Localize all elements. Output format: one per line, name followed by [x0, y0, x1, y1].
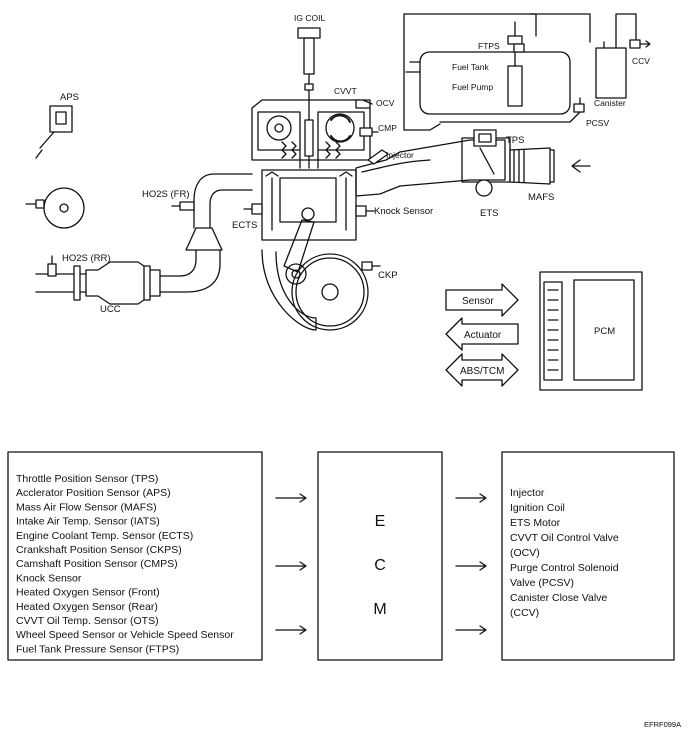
aps-pedal	[35, 105, 73, 159]
label-ects: ECTS	[232, 220, 257, 231]
label-mafs: MAFS	[528, 192, 554, 203]
ig-coil	[297, 27, 321, 121]
label-cmp: CMP	[378, 123, 397, 133]
ecm-letter: E	[375, 513, 386, 530]
label-canister: Canister	[594, 98, 626, 108]
label-fuel-pump: Fuel Pump	[452, 82, 493, 92]
exhaust-system	[35, 173, 253, 305]
output-item: Canister Close Valve	[510, 592, 607, 604]
output-item: ETS Motor	[510, 517, 561, 529]
input-item: Engine Coolant Temp. Sensor (ECTS)	[16, 530, 193, 542]
label-aps: APS	[60, 92, 79, 103]
output-item: Purge Control Solenoid	[510, 562, 619, 574]
inputs-list: Throttle Position Sensor (TPS) Acclerator…	[16, 473, 234, 655]
label-ets: ETS	[480, 208, 498, 219]
fuel-system	[403, 13, 651, 131]
ecm-letters: E C M	[373, 513, 386, 618]
label-cvvt: CVVT	[334, 86, 357, 96]
pcm-module	[539, 271, 643, 391]
input-item: Heated Oxygen Sensor (Front)	[16, 587, 160, 599]
label-pcm: PCM	[594, 326, 615, 337]
cylinder-head	[251, 99, 371, 169]
label-tps: TPS	[506, 135, 524, 146]
input-item: Mass Air Flow Sensor (MAFS)	[16, 501, 157, 513]
timing-wheel	[25, 187, 85, 229]
component-labels: IG COIL CVVT OCV CMP FTPS Fuel Tank Fuel…	[60, 13, 650, 377]
block-diagram	[7, 451, 675, 661]
input-item: CVVT Oil Temp. Sensor (OTS)	[16, 615, 159, 627]
label-ig-coil: IG COIL	[294, 13, 325, 23]
output-item: CVVT Oil Control Valve	[510, 532, 619, 544]
label-ccv: CCV	[632, 56, 650, 66]
ecm-box	[317, 451, 443, 661]
label-ftps: FTPS	[478, 41, 500, 51]
label-ho2s-fr: HO2S (FR)	[142, 189, 190, 200]
ho2s-fr-sensor	[171, 201, 195, 211]
input-item: Wheel Speed Sensor or Vehicle Speed Sens…	[16, 629, 234, 641]
outputs-box	[501, 451, 675, 661]
input-item: Intake Air Temp. Sensor (IATS)	[16, 516, 160, 528]
inputs-box	[7, 451, 263, 661]
input-item: Heated Oxygen Sensor (Rear)	[16, 601, 158, 613]
label-ckp: CKP	[378, 270, 398, 281]
legend-abs-tcm: ABS/TCM	[460, 366, 504, 377]
crankshaft-wheel	[291, 253, 369, 331]
output-item: Valve (PCSV)	[510, 577, 574, 589]
legend-arrows	[445, 283, 519, 387]
ocv-valve	[355, 99, 373, 109]
input-item: Acclerator Position Sensor (APS)	[16, 487, 171, 499]
input-item: Throttle Position Sensor (TPS)	[16, 473, 158, 485]
output-item: Ignition Coil	[510, 502, 565, 514]
input-item: Crankshaft Position Sensor (CKPS)	[16, 544, 182, 556]
label-ucc: UCC	[100, 304, 121, 315]
legend-actuator: Actuator	[464, 330, 502, 341]
input-item: Knock Sensor	[16, 572, 82, 584]
label-fuel-tank: Fuel Tank	[452, 62, 489, 72]
label-ho2s-rr: HO2S (RR)	[62, 253, 111, 264]
ecm-letter: C	[374, 557, 386, 574]
output-item: (OCV)	[510, 547, 540, 559]
ckp-sensor	[361, 261, 381, 271]
input-item: Camshaft Position Sensor (CMPS)	[16, 558, 178, 570]
label-ocv: OCV	[376, 98, 395, 108]
legend-sensor: Sensor	[462, 296, 494, 307]
ecm-letter: M	[373, 601, 386, 618]
input-item: Fuel Tank Pressure Sensor (FTPS)	[16, 643, 179, 655]
input-arrows	[275, 493, 307, 635]
output-arrows	[455, 493, 487, 635]
output-item: Injector	[510, 487, 545, 499]
label-injector: Injector	[386, 150, 414, 160]
cmp-sensor	[359, 127, 379, 137]
intake-system	[355, 129, 591, 197]
figure-code: EFRF099A	[644, 720, 681, 729]
output-item: (CCV)	[510, 607, 539, 619]
engine-block	[243, 169, 375, 331]
label-knock-sensor: Knock Sensor	[374, 206, 433, 217]
ho2s-rr-sensor	[47, 255, 57, 277]
label-pcsv: PCSV	[586, 118, 609, 128]
